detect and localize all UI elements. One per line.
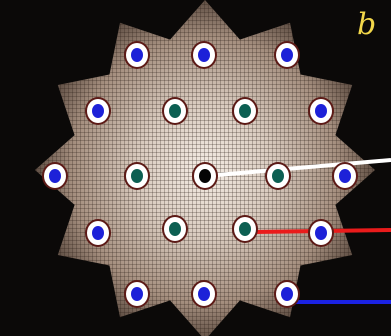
marker-blue-1 xyxy=(191,41,217,69)
marker-dot xyxy=(339,169,351,183)
marker-blue-2 xyxy=(274,41,300,69)
marker-dot xyxy=(131,287,143,301)
marker-center-9 xyxy=(192,162,218,190)
marker-blue-18 xyxy=(274,280,300,308)
marker-teal-10 xyxy=(265,162,291,190)
marker-blue-15 xyxy=(308,219,334,247)
marker-blue-12 xyxy=(85,219,111,247)
marker-dot xyxy=(169,222,181,236)
marker-blue-3 xyxy=(85,97,111,125)
marker-dot xyxy=(272,169,284,183)
marker-dot xyxy=(169,104,181,118)
marker-blue-16 xyxy=(124,280,150,308)
marker-dot xyxy=(92,226,104,240)
marker-dot xyxy=(315,104,327,118)
marker-blue-7 xyxy=(42,162,68,190)
marker-dot xyxy=(281,287,293,301)
marker-teal-14 xyxy=(232,215,258,243)
marker-dot xyxy=(239,104,251,118)
marker-blue-11 xyxy=(332,162,358,190)
marker-teal-4 xyxy=(162,97,188,125)
marker-dot xyxy=(198,287,210,301)
marker-dot xyxy=(198,48,210,62)
marker-dot xyxy=(199,169,211,183)
marker-dot xyxy=(315,226,327,240)
marker-dot xyxy=(49,169,61,183)
marker-teal-8 xyxy=(124,162,150,190)
marker-teal-13 xyxy=(162,215,188,243)
marker-blue-6 xyxy=(308,97,334,125)
marker-blue-17 xyxy=(191,280,217,308)
marker-dot xyxy=(239,222,251,236)
panel-label: b xyxy=(357,10,376,40)
marker-dot xyxy=(131,48,143,62)
marker-dot xyxy=(131,169,143,183)
marker-teal-5 xyxy=(232,97,258,125)
marker-dot xyxy=(281,48,293,62)
marker-blue-0 xyxy=(124,41,150,69)
marker-dot xyxy=(92,104,104,118)
